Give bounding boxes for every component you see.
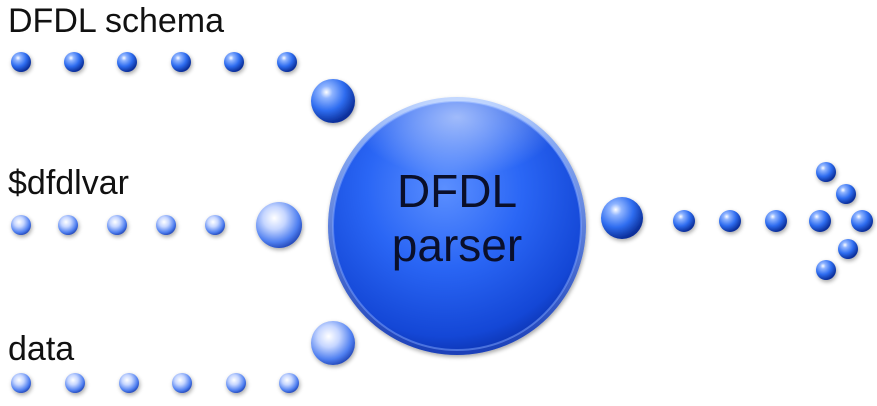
parser-title-line1: DFDL [396,165,518,217]
bead-icon [279,373,299,393]
bead-icon [58,215,78,235]
bead-icon [226,373,246,393]
variable-bead-row [11,202,302,248]
data-bead-row [11,321,355,393]
bead-icon [172,373,192,393]
bead-icon [107,215,127,235]
bead-icon [11,215,31,235]
bead-icon [117,52,137,72]
bead-icon [11,373,31,393]
bead-icon [673,210,695,232]
bead-icon [601,197,643,239]
data-label: data [8,330,75,368]
variable-label: $dfdlvar [8,164,129,202]
parser-sphere-icon [328,95,586,355]
parser-title-line2: parser [391,219,523,271]
bead-icon [836,184,856,204]
bead-icon [277,52,297,72]
arrow-head-icon [816,162,858,280]
bead-icon [719,210,741,232]
bead-icon [224,52,244,72]
bead-icon [11,52,31,72]
schema-label: DFDL schema [8,2,225,40]
bead-icon [851,210,873,232]
bead-icon [65,373,85,393]
bead-icon [311,79,355,123]
bead-icon [156,215,176,235]
bead-icon [119,373,139,393]
bead-icon [809,210,831,232]
bead-icon [311,321,355,365]
bead-icon [838,239,858,259]
bead-icon [64,52,84,72]
output-bead-row [601,197,873,239]
bead-icon [171,52,191,72]
schema-bead-row [11,52,355,123]
bead-icon [256,202,302,248]
bead-icon [765,210,787,232]
bead-icon [816,162,836,182]
bead-icon [816,260,836,280]
bead-icon [205,215,225,235]
